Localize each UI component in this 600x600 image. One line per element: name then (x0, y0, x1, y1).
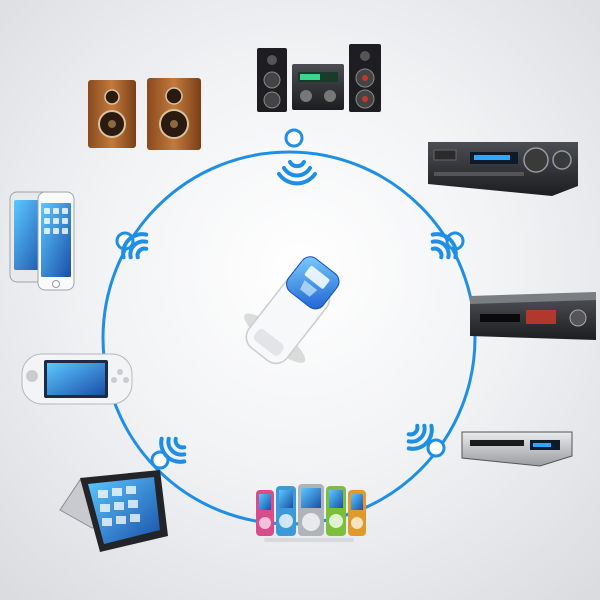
cd-player (470, 292, 596, 340)
hifi-stereo-system (257, 44, 381, 112)
mp3-mp4-players (256, 484, 366, 542)
bookshelf-speakers (88, 78, 201, 150)
av-receiver (428, 142, 578, 196)
wireless-signal-icon (159, 436, 187, 464)
dvd-player (461, 431, 573, 467)
wireless-signal-icon (406, 423, 434, 451)
node-top (284, 128, 304, 148)
smartphone (9, 191, 75, 291)
node-right-lower (426, 438, 446, 458)
wireless-signal-icon (277, 160, 317, 186)
bluetooth-usb-dongle (244, 256, 340, 365)
wireless-signal-icon (430, 232, 458, 260)
wireless-signal-icon (121, 232, 149, 260)
convertible-laptop (59, 470, 168, 552)
handheld-game-console (21, 353, 133, 405)
